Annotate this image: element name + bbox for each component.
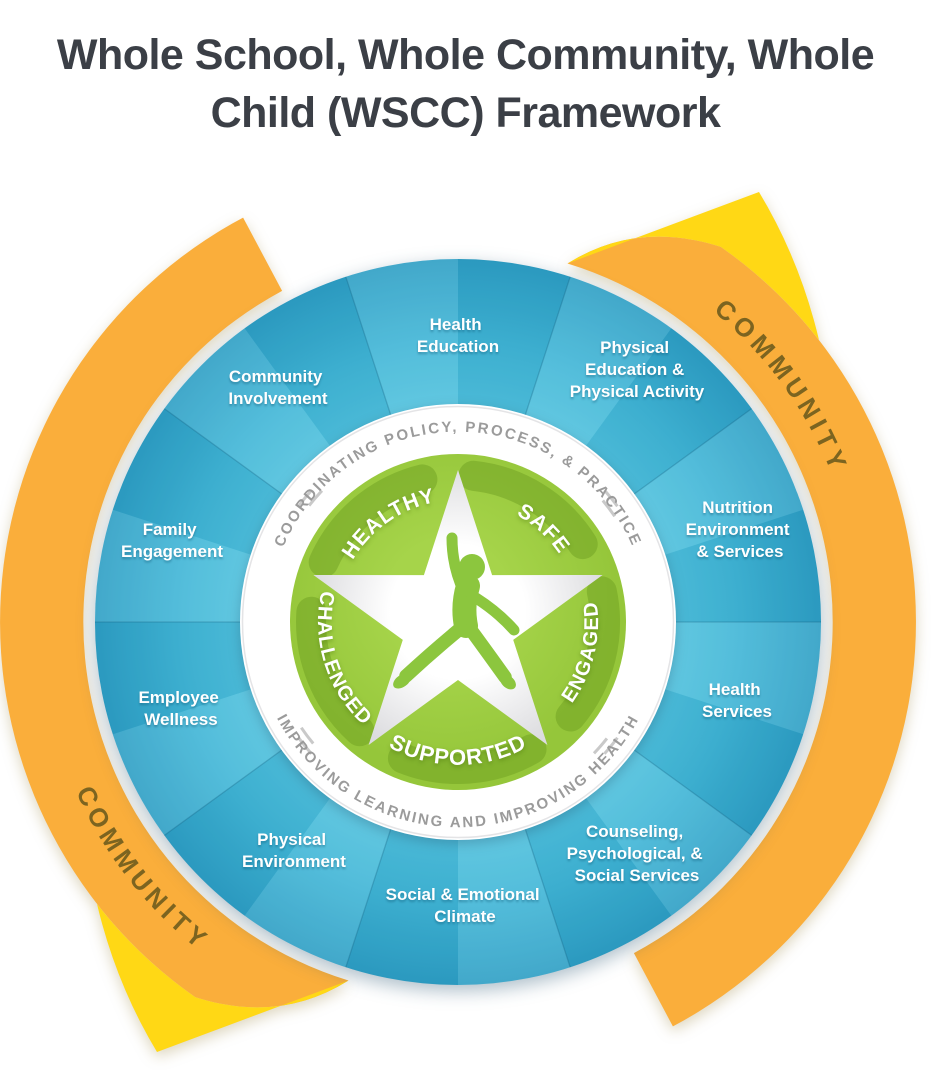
sector-label-health-services: Health Services [702,680,772,721]
page-title-line2: Child (WSCC) Framework [210,89,721,138]
sector-label-nutrition: Nutrition Environment & Services [686,498,795,561]
page-title-line1: Whole School, Whole Community, Whole [56,31,875,79]
sector-label-physical-education: Physical Education & Physical Activity [570,338,705,401]
sector-label-employee-wellness: Employee Wellness [138,688,223,729]
sector-label-community-involvement: Community Involvement [228,367,328,408]
sector-label-family-engagement: Family Engagement [121,520,223,561]
whole-child-core: HEALTHY SAFE ENGAGED SUPPORTED CHALLENGE… [290,454,626,790]
page-title: Whole School, Whole Community, Whole Chi… [0,26,931,142]
sector-label-counseling: Counseling, Psychological, & Social Serv… [567,822,708,885]
sector-label-social-emotional: Social & Emotional Climate [386,885,545,926]
sector-dividers [95,276,821,968]
sector-labels: Health Education Physical Education & Ph… [121,315,795,926]
jumping-child-icon [393,532,520,690]
white-ring-edge [241,405,675,839]
sector-label-physical-environment: Physical Environment [242,830,346,871]
sector-label-health-education: Health Education [417,315,499,356]
school-sectors-ring [95,259,821,985]
green-swirls [296,460,620,785]
ring-accent-dashes [297,489,619,755]
sector-facets [95,259,821,985]
